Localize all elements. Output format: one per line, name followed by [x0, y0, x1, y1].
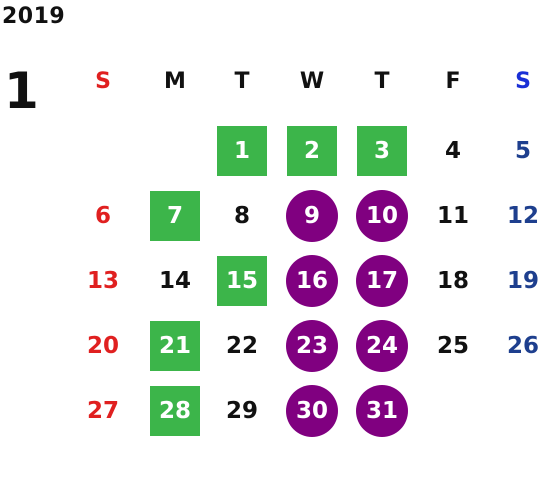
- weekday-header: F: [445, 69, 461, 94]
- day-cell[interactable]: 22: [225, 332, 258, 359]
- day-cell-highlighted-purple[interactable]: 9: [286, 190, 338, 242]
- day-cell[interactable]: 19: [506, 267, 539, 294]
- day-cell[interactable]: 5: [514, 137, 531, 164]
- day-cell[interactable]: 18: [436, 267, 469, 294]
- day-cell-highlighted-purple[interactable]: 31: [356, 385, 408, 437]
- day-cell-highlighted-green[interactable]: 3: [357, 126, 407, 176]
- day-cell[interactable]: 20: [86, 332, 119, 359]
- day-cell-highlighted-purple[interactable]: 10: [356, 190, 408, 242]
- day-cell[interactable]: 12: [506, 202, 539, 229]
- year-label: 2019: [2, 4, 66, 29]
- weekday-header: S: [95, 69, 111, 94]
- day-cell[interactable]: 11: [436, 202, 469, 229]
- day-cell-highlighted-purple[interactable]: 24: [356, 320, 408, 372]
- month-number: 1: [4, 62, 39, 120]
- day-cell[interactable]: 27: [86, 397, 119, 424]
- day-cell[interactable]: 13: [86, 267, 119, 294]
- weekday-header: S: [515, 69, 531, 94]
- day-cell-highlighted-green[interactable]: 21: [150, 321, 200, 371]
- day-cell-highlighted-purple[interactable]: 16: [286, 255, 338, 307]
- day-cell-highlighted-green[interactable]: 7: [150, 191, 200, 241]
- day-cell-highlighted-purple[interactable]: 17: [356, 255, 408, 307]
- day-cell[interactable]: 25: [436, 332, 469, 359]
- day-cell[interactable]: 29: [225, 397, 258, 424]
- day-cell[interactable]: 26: [506, 332, 539, 359]
- day-cell-highlighted-green[interactable]: 1: [217, 126, 267, 176]
- day-cell-highlighted-green[interactable]: 15: [217, 256, 267, 306]
- day-cell[interactable]: 8: [233, 202, 250, 229]
- day-cell-highlighted-purple[interactable]: 23: [286, 320, 338, 372]
- day-cell[interactable]: 6: [94, 202, 111, 229]
- day-cell[interactable]: 4: [444, 137, 461, 164]
- day-cell-highlighted-purple[interactable]: 30: [286, 385, 338, 437]
- day-cell-highlighted-green[interactable]: 28: [150, 386, 200, 436]
- weekday-header: T: [374, 69, 390, 94]
- day-cell[interactable]: 14: [158, 267, 191, 294]
- weekday-header: W: [299, 69, 325, 94]
- weekday-header: M: [164, 69, 186, 94]
- weekday-header: T: [234, 69, 250, 94]
- day-cell-highlighted-green[interactable]: 2: [287, 126, 337, 176]
